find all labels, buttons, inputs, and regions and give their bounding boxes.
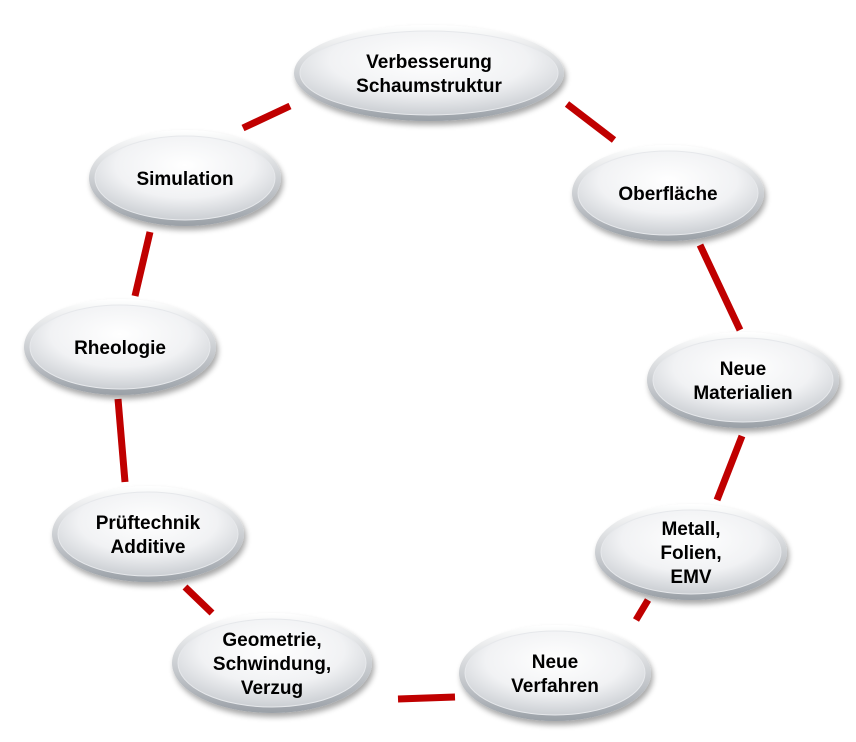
node-label-line: Folien,	[660, 543, 721, 564]
node-face	[577, 150, 759, 236]
node-face	[600, 509, 782, 595]
node-face	[29, 304, 211, 390]
node-face	[464, 630, 646, 716]
node-label-line: Metall,	[661, 519, 720, 540]
node-label-line: Additive	[111, 537, 186, 558]
node-label-line: Prüftechnik	[96, 513, 201, 534]
cycle-nodes: VerbesserungSchaumstrukturOberflächeNeue…	[24, 25, 839, 721]
node-label-line: Verbesserung	[366, 52, 492, 73]
node-label-line: Oberfläche	[618, 184, 717, 205]
node-label-line: Geometrie,	[222, 630, 321, 651]
node-face	[94, 135, 276, 221]
connector-line-4	[713, 434, 746, 502]
node-label-line: Verzug	[241, 678, 303, 699]
connector-line-3	[696, 243, 744, 332]
node-face	[57, 491, 239, 577]
node-label-line: EMV	[670, 567, 712, 588]
node-label-line: Materialien	[693, 383, 792, 404]
node-geometrie-schwindung-verzug: Geometrie, Schwindung, Verzug	[172, 613, 372, 713]
node-simulation: Simulation	[89, 130, 281, 226]
node-face	[177, 618, 367, 708]
node-face	[299, 30, 559, 116]
connector-line-2	[564, 101, 617, 143]
node-rheologie: Rheologie	[24, 299, 216, 395]
node-oberflaeche: Oberfläche	[572, 145, 764, 241]
node-label-line: Verfahren	[511, 676, 599, 697]
node-label-line: Simulation	[136, 169, 233, 190]
connector-line-8	[114, 398, 129, 483]
connector-line-6	[397, 693, 456, 703]
node-label-line: Neue	[720, 359, 766, 380]
node-label-line: Schwindung,	[213, 654, 331, 675]
node-face	[652, 337, 834, 423]
node-label-line: Neue	[532, 652, 578, 673]
node-label-line: Schaumstruktur	[356, 76, 502, 97]
node-label-line: Rheologie	[74, 338, 166, 359]
connector-line-5	[632, 598, 652, 622]
connector-line-1	[241, 102, 292, 132]
node-metall-folien-emv: Metall, Folien, EMV	[595, 504, 787, 600]
connector-line-7	[182, 584, 215, 616]
connector-line-9	[131, 231, 154, 297]
connector-lines	[114, 101, 746, 703]
